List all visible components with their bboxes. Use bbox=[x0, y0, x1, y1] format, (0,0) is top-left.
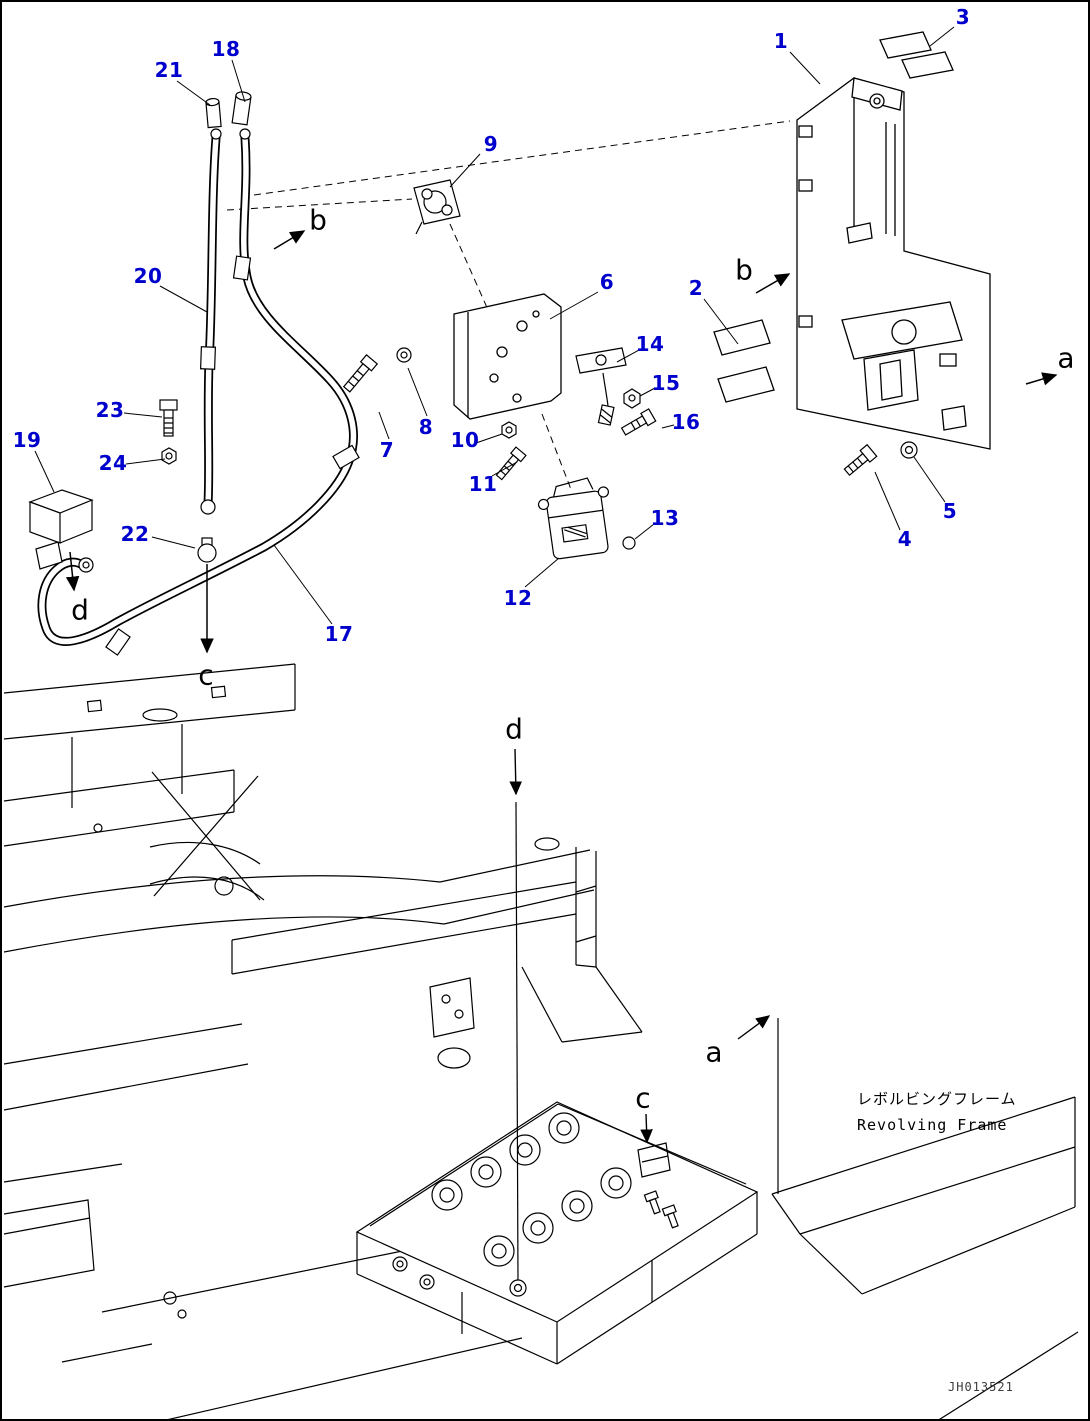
view-label-b-0: b bbox=[309, 203, 327, 237]
panel-bolt-washer bbox=[843, 441, 918, 477]
view-label-a-2: a bbox=[1057, 341, 1075, 375]
revolving-frame-artwork bbox=[3, 663, 1079, 1419]
view-arrows bbox=[65, 230, 1058, 654]
bracket-bolt-washer bbox=[342, 347, 412, 393]
relay bbox=[537, 477, 636, 560]
part-callout-8: 8 bbox=[418, 415, 434, 439]
part-callout-23: 23 bbox=[95, 398, 125, 422]
part-callout-22: 22 bbox=[120, 522, 150, 546]
part-callout-6: 6 bbox=[599, 270, 615, 294]
view-label-d-3: d bbox=[71, 593, 89, 627]
part-callout-20: 20 bbox=[133, 264, 163, 288]
part-callout-5: 5 bbox=[942, 499, 958, 523]
terminal-caps bbox=[205, 91, 252, 129]
part-callout-24: 24 bbox=[98, 451, 128, 475]
part-callout-2: 2 bbox=[688, 276, 704, 300]
view-label-c-7: c bbox=[635, 1081, 651, 1115]
part-callout-12: 12 bbox=[503, 586, 533, 610]
part-callout-10: 10 bbox=[450, 428, 480, 452]
terminal-cover bbox=[28, 489, 94, 570]
part-callout-14: 14 bbox=[635, 332, 665, 356]
cable-clamps bbox=[78, 128, 360, 656]
grommet bbox=[197, 543, 217, 563]
view-label-b-1: b bbox=[735, 253, 753, 287]
mounting-panel bbox=[796, 77, 991, 450]
frame-title-japanese: レボルビングフレーム bbox=[857, 1090, 1017, 1108]
part-callout-9: 9 bbox=[483, 132, 499, 156]
cable-bolt-nut bbox=[159, 399, 178, 465]
part-callout-19: 19 bbox=[12, 428, 42, 452]
view-label-d-5: d bbox=[505, 712, 523, 746]
part-callout-7: 7 bbox=[379, 438, 395, 462]
view-label-c-4: c bbox=[198, 658, 214, 692]
frame-title-english: Revolving Frame bbox=[857, 1116, 1008, 1134]
part-callout-15: 15 bbox=[651, 371, 681, 395]
part-callout-16: 16 bbox=[671, 410, 701, 434]
view-label-a-6: a bbox=[705, 1035, 723, 1069]
part-callout-21: 21 bbox=[154, 58, 184, 82]
frame-title: レボルビングフレーム Revolving Frame bbox=[857, 1086, 1017, 1138]
drawing-number: JH013521 bbox=[948, 1380, 1014, 1394]
leader-lines bbox=[34, 26, 955, 625]
adhesive-plates bbox=[713, 31, 954, 403]
part-callout-13: 13 bbox=[650, 506, 680, 530]
small-switch bbox=[413, 179, 461, 235]
part-callout-18: 18 bbox=[211, 37, 241, 61]
part-callout-17: 17 bbox=[324, 622, 354, 646]
part-callout-4: 4 bbox=[897, 527, 913, 551]
terminal-plate-hardware bbox=[575, 347, 657, 436]
part-callout-11: 11 bbox=[468, 472, 498, 496]
part-callout-1: 1 bbox=[773, 29, 789, 53]
switch-bracket bbox=[453, 293, 562, 420]
section-lines bbox=[509, 748, 779, 1297]
part-callout-3: 3 bbox=[955, 5, 971, 29]
